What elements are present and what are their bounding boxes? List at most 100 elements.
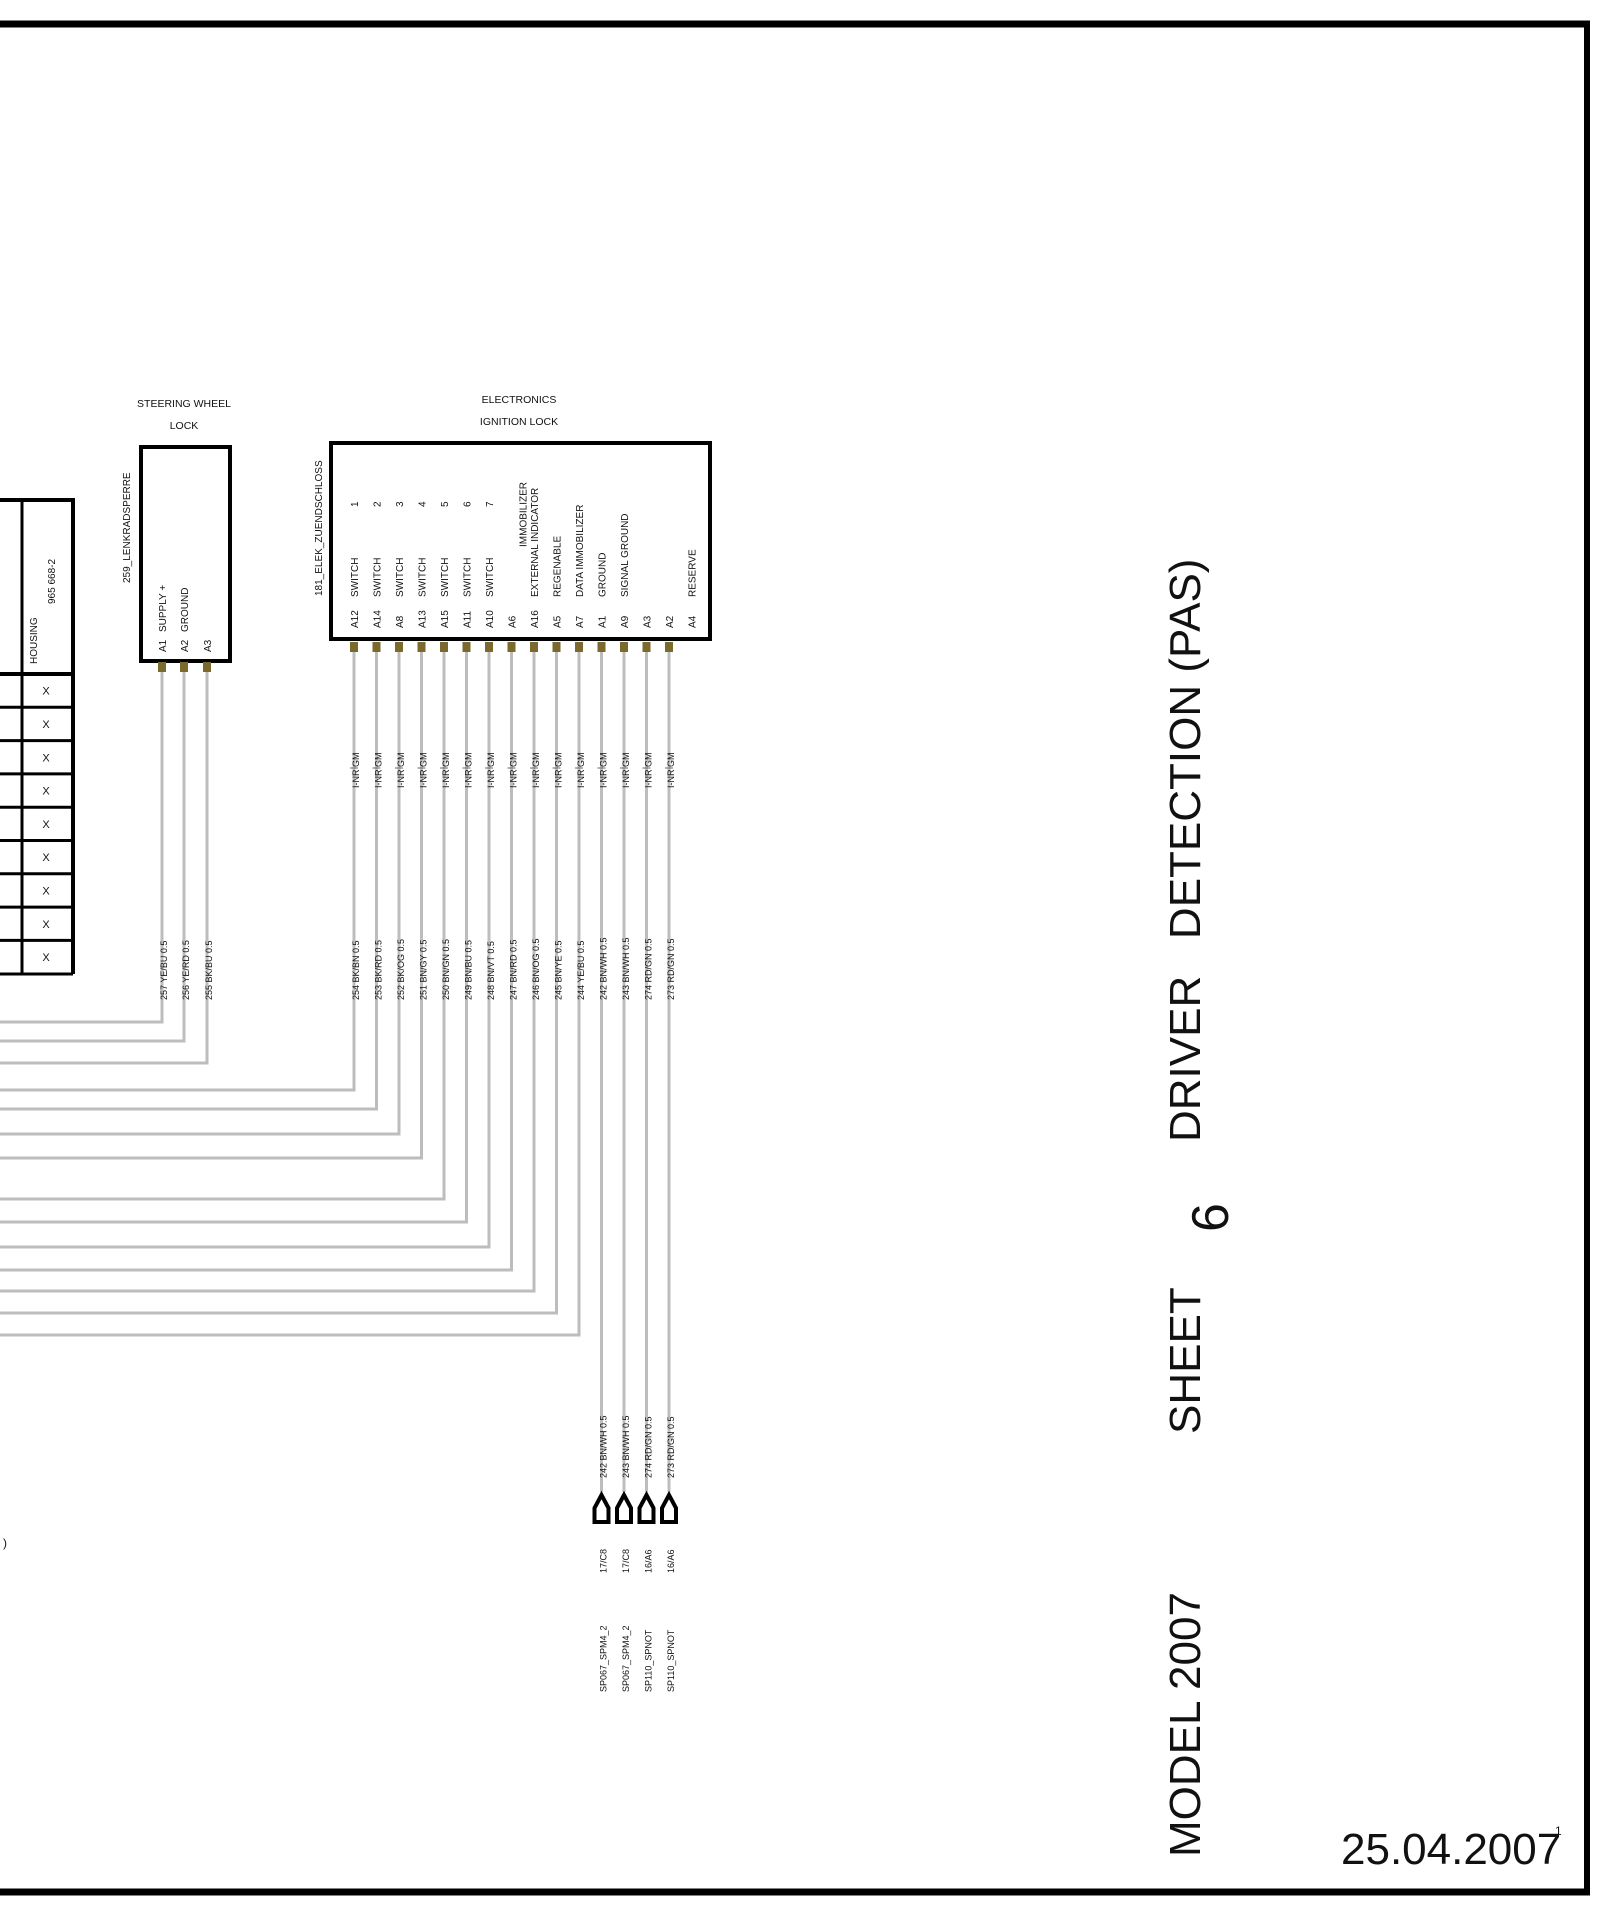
steering-wire (0, 672, 209, 1065)
splice-name: SP067_SPM4_2 (599, 1625, 609, 1692)
stray-mark: ) (3, 1536, 7, 1550)
ignition-pin-signal: SWITCH (485, 558, 496, 597)
housing-part-number: 965 668-2 (47, 559, 58, 604)
housing-x-mark: X (42, 752, 50, 764)
ignition-wire (0, 652, 581, 1337)
steering-pin-label: A1 (158, 639, 169, 652)
ignition-switch-number: 3 (395, 501, 406, 507)
drawing-frame (0, 20, 1590, 1896)
splice-wire-label: 242 BN/WH 0.5 (599, 1415, 609, 1478)
splice-connector (615, 1490, 633, 1524)
ignition-pin-terminal (462, 642, 471, 652)
ignition-wire-label: 250 BN/GN 0.5 (441, 939, 451, 1000)
gm-label: I-NR GM (554, 753, 564, 789)
ignition-pin-label: A10 (485, 610, 496, 628)
steering-wire (0, 672, 186, 1043)
steering-pin-label: A2 (180, 639, 191, 652)
ignition-wire (0, 652, 446, 1201)
ignition-pin-label: A16 (530, 610, 541, 628)
ignition-pin-terminal (642, 642, 651, 652)
ignition-pin-terminal (485, 642, 493, 652)
ignition-wire-label: 274 RD/GN 0.5 (644, 938, 654, 1000)
gm-label: I-NR GM (419, 753, 429, 789)
ignition-lock-caption-2: IGNITION LOCK (480, 416, 558, 428)
gm-label: I-NR GM (509, 753, 519, 789)
title-sheet-word: SHEET (1161, 1287, 1210, 1434)
steering-pin-terminal (158, 662, 166, 672)
ignition-pin-signal: SWITCH (463, 558, 474, 597)
ignition-wire-label: 248 BN/VT 0.5 (486, 941, 496, 1000)
splice-name: SP110_SPNOT (644, 1629, 654, 1692)
gm-label: I-NR GM (621, 753, 631, 789)
ignition-pin-signal: SWITCH (440, 558, 451, 597)
steering-lock-ref: 259_LENKRADSPERRE (122, 472, 133, 583)
splice-ref: 17/C8 (621, 1549, 631, 1573)
ignition-pin-signal: SWITCH (418, 558, 429, 597)
ignition-switch-number: 5 (440, 501, 451, 507)
splice-wire-label: 274 RD/GN 0.5 (644, 1416, 654, 1478)
gm-label: I-NR GM (374, 753, 384, 789)
ignition-lock-box (329, 441, 712, 641)
housing-x-mark: X (42, 819, 50, 831)
ignition-pin-label: A5 (553, 615, 564, 628)
splice-connector (660, 1490, 678, 1524)
title-block: MODEL 2007 SHEET 6 DRIVER DETECTION (PAS… (1161, 559, 1562, 1874)
splice-name: SP067_SPM4_2 (621, 1625, 631, 1692)
gm-label: I-NR GM (486, 753, 496, 789)
steering-pin-terminal (180, 662, 188, 672)
splice-name: SP110_SPNOT (666, 1629, 676, 1692)
ignition-switch-number: 4 (418, 501, 429, 507)
ignition-pin-label: A13 (418, 610, 429, 628)
steering-wire (0, 672, 164, 1024)
ignition-pin-signal: GROUND (598, 553, 609, 597)
title-model: MODEL 2007 (1161, 1592, 1210, 1857)
splice-ref: 16/A6 (666, 1549, 676, 1573)
ignition-wire-label: 244 YE/BU 0.5 (576, 941, 586, 1000)
ignition-lock-caption-1: ELECTRONICS (482, 394, 557, 406)
ignition-wire-label: 245 BN/YE 0.5 (554, 940, 564, 1000)
gm-label: I-NR GM (599, 753, 609, 789)
steering-wire-label: 256 YE/RD 0.5 (181, 940, 191, 1000)
gm-label: I-NR GM (441, 753, 451, 789)
ignition-pin-terminal (575, 642, 583, 652)
ignition-wire-label: 246 BN/OG 0.5 (531, 938, 541, 1000)
ignition-wire (0, 652, 423, 1160)
housing-x-mark: X (42, 885, 50, 897)
title-date: 25.04.2007 (1341, 1825, 1561, 1874)
housing-x-mark: X (42, 686, 50, 698)
title-sheet-number: 6 (1182, 1203, 1240, 1232)
splice-ref: 16/A6 (644, 1549, 654, 1573)
ignition-pin-label: A4 (688, 615, 699, 628)
ignition-wire-label: 249 BN/BU 0.5 (464, 940, 474, 1000)
ignition-pin-signal: DATA IMMOBILIZER (575, 505, 586, 597)
steering-lock-box (139, 445, 232, 663)
ignition-pin-terminal (507, 642, 516, 652)
ignition-pin-terminal (440, 642, 448, 652)
steering-pin-label: A3 (203, 639, 214, 652)
ignition-pin-label: A6 (508, 615, 519, 628)
ignition-pin-label: A14 (373, 610, 384, 628)
ignition-pin-signal: IMMOBILIZER (519, 482, 530, 547)
ignition-wire-label: 247 BN/RD 0.5 (509, 939, 519, 1000)
ignition-pin-label: A2 (665, 615, 676, 628)
gm-label: I-NR GM (666, 753, 676, 789)
housing-x-mark: X (42, 852, 50, 864)
ignition-pin-terminal (417, 642, 426, 652)
splice-ref: 17/C8 (599, 1549, 609, 1573)
ignition-wire (0, 652, 558, 1315)
housing-x-mark: X (42, 952, 50, 964)
ignition-pin-terminal (372, 642, 381, 652)
ignition-pin-label: A9 (620, 615, 631, 628)
ignition-pin-signal: RESERVE (688, 549, 699, 597)
gm-label: I-NR GM (351, 753, 361, 789)
ignition-pin-terminal (395, 642, 403, 652)
ignition-wire (0, 652, 356, 1092)
housing-x-mark: X (42, 786, 50, 798)
splice-wire-label: 243 BN/WH 0.5 (621, 1415, 631, 1478)
ignition-wire (0, 652, 491, 1249)
ignition-pin-terminal (530, 642, 538, 652)
ignition-pin-label: A3 (643, 615, 654, 628)
steering-lock-caption-1: STEERING WHEEL (137, 398, 231, 410)
ignition-pin-signal: REGENABLE (553, 536, 564, 597)
